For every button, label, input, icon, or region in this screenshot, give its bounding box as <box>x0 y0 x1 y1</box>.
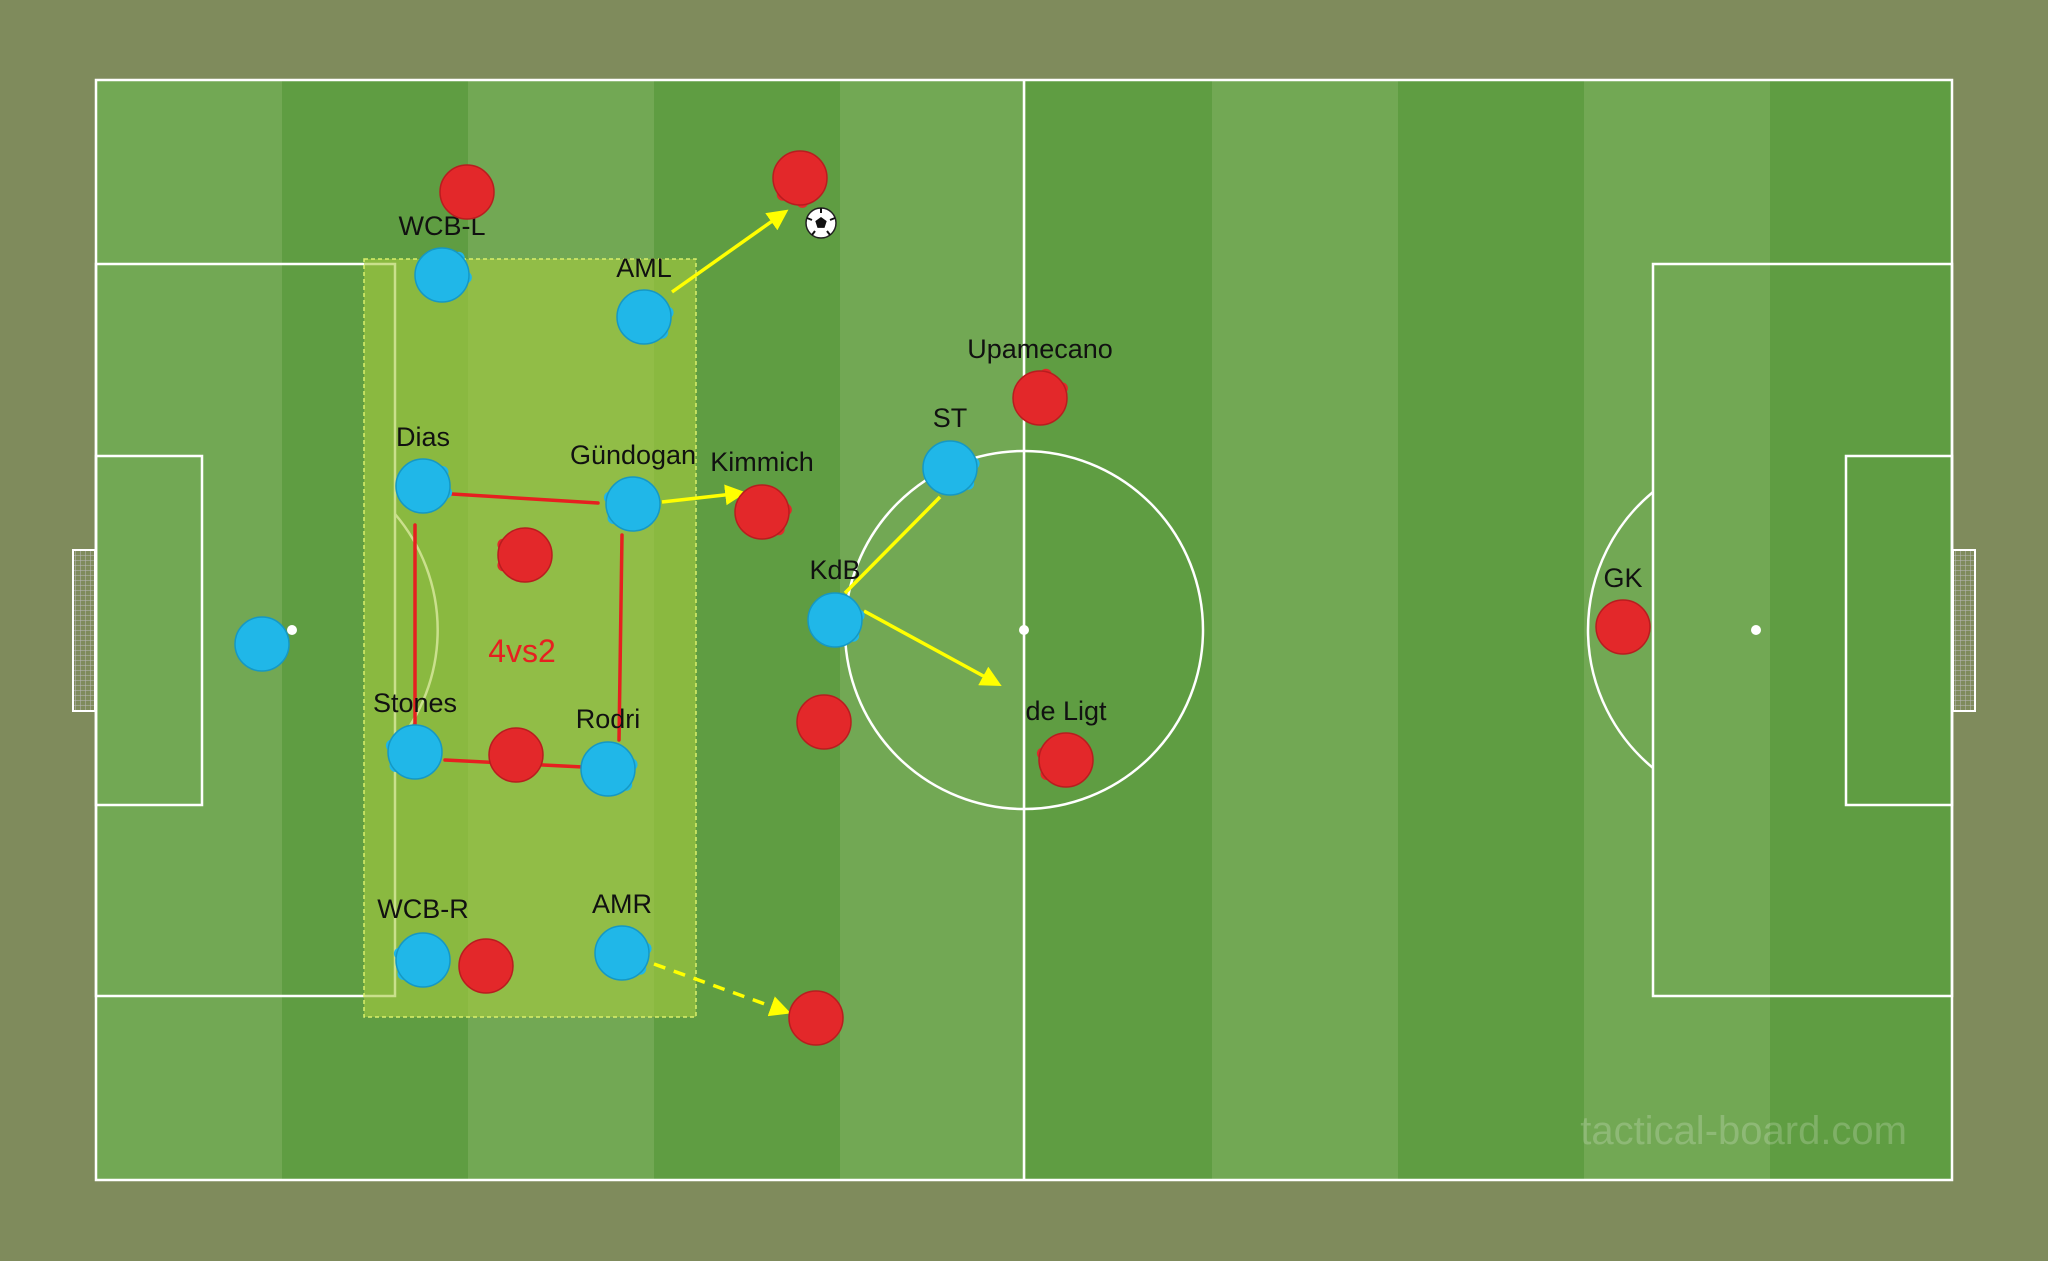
pitch-spots <box>287 625 1761 635</box>
football-icon[interactable] <box>805 207 837 239</box>
player-deligt[interactable] <box>1036 732 1094 788</box>
player-amr[interactable] <box>594 925 652 981</box>
right-goal <box>1952 549 1976 712</box>
player-r-wide[interactable] <box>788 990 844 1046</box>
red-player-token <box>488 727 544 783</box>
blue-player-token <box>387 724 443 780</box>
right-penalty-spot <box>1751 625 1761 635</box>
player-r-top[interactable] <box>439 164 495 220</box>
player-r-wcbr[interactable] <box>458 938 514 994</box>
player-kimmich[interactable] <box>734 484 792 540</box>
blue-player-token <box>234 616 290 672</box>
player-label: Rodri <box>576 704 641 734</box>
red-player-token <box>1038 732 1094 788</box>
player-r-cm[interactable] <box>796 694 852 750</box>
player-gk-blue[interactable] <box>234 616 290 672</box>
player-aml[interactable] <box>616 289 674 345</box>
blue-player-token <box>395 458 451 514</box>
link-line <box>617 533 624 742</box>
red-player-token <box>772 150 828 206</box>
red-player-token <box>497 527 553 583</box>
player-label: Kimmich <box>710 447 814 477</box>
player-upamecano[interactable] <box>1012 368 1068 426</box>
red-player-token <box>796 694 852 750</box>
pass-line <box>843 495 942 595</box>
player-label: WCB-R <box>377 894 468 924</box>
pitch-stripe <box>840 80 1026 1180</box>
pass-arrows <box>653 209 1002 1017</box>
player-label: KdB <box>809 555 860 585</box>
player-rodri[interactable] <box>580 741 638 797</box>
player-gundogan[interactable] <box>603 476 661 532</box>
red-player-token <box>458 938 514 994</box>
red-player-token <box>1012 370 1068 426</box>
player-st[interactable] <box>922 440 980 496</box>
player-label: ST <box>933 403 968 433</box>
left-penalty-spot <box>287 625 297 635</box>
player-label: AMR <box>592 889 652 919</box>
red-player-token <box>734 484 790 540</box>
player-r-ball[interactable] <box>772 150 828 208</box>
player-dias[interactable] <box>395 458 453 514</box>
blue-player-token <box>580 741 636 797</box>
goals <box>72 549 1976 712</box>
blue-player-token <box>414 247 470 303</box>
pass-arrow <box>863 609 1002 687</box>
blue-player-token <box>594 925 650 981</box>
red-player-token <box>439 164 495 220</box>
red-player-token <box>1595 599 1651 655</box>
pitch-stripe <box>1770 80 1952 1180</box>
blue-player-token <box>922 440 978 496</box>
player-label: de Ligt <box>1025 696 1107 726</box>
player-label: Upamecano <box>967 334 1113 364</box>
left-goal <box>72 549 96 712</box>
player-wcbr[interactable] <box>393 932 451 988</box>
zone-label: 4vs2 <box>488 633 556 669</box>
player-r-box[interactable] <box>488 727 544 783</box>
blue-player-token <box>616 289 672 345</box>
player-label: Stones <box>373 688 457 718</box>
pitch-stripe <box>1212 80 1398 1180</box>
link-lines <box>413 492 624 769</box>
blue-player-token <box>605 476 661 532</box>
pitch-stripe <box>1026 80 1212 1180</box>
player-gk[interactable] <box>1595 599 1651 655</box>
link-line <box>450 492 600 505</box>
player-label: Dias <box>396 422 450 452</box>
right-penalty-arc <box>1586 491 1654 769</box>
player-wcbl[interactable] <box>414 247 472 303</box>
player-label: AML <box>616 253 672 283</box>
player-r-mid[interactable] <box>497 527 553 583</box>
highlight-zone <box>363 258 697 1018</box>
red-player-token <box>788 990 844 1046</box>
pass-arrow <box>670 209 789 294</box>
blue-player-token <box>395 932 451 988</box>
player-label: GK <box>1603 563 1642 593</box>
pass-arrow <box>661 484 747 506</box>
player-stones[interactable] <box>385 724 443 780</box>
run-arrow <box>653 962 791 1017</box>
player-kdb[interactable] <box>807 592 865 648</box>
player-label: Gündogan <box>570 440 696 470</box>
watermark: tactical-board.com <box>1580 1109 1907 1153</box>
centre-spot <box>1019 625 1029 635</box>
pitch-stripe <box>1398 80 1584 1180</box>
blue-player-token <box>807 592 863 648</box>
